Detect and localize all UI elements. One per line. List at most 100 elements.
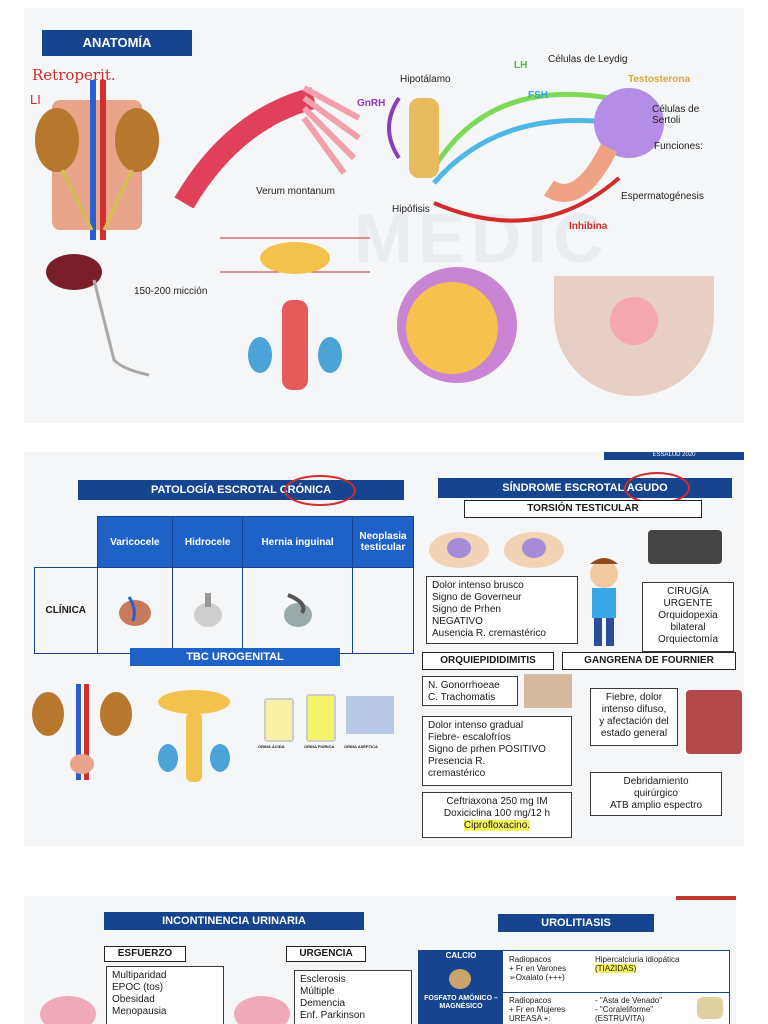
cell-line: - "Coraleliforme"	[595, 1005, 654, 1014]
funciones-label: Funciones:	[654, 141, 703, 152]
retroperitoneum-illustration	[35, 80, 159, 240]
neoplasia-cell	[352, 567, 414, 654]
uro-row-calcio: CALCIO Radiopacos + Fr en Varones ➢Oxala…	[418, 950, 730, 994]
fosfato-col1: Radiopacos + Fr en Mujeres UREASA +:	[509, 996, 565, 1023]
urine-label-piurica: ORINA PIÚRICA	[304, 744, 335, 749]
urgencia-item: Enf. Parkinson	[300, 1010, 366, 1021]
cell-line: UREASA +:	[509, 1014, 551, 1023]
fournier-sign: intenso difuso,	[601, 704, 667, 715]
boy-figure-illustration	[590, 558, 618, 646]
urine-cup-piurica	[306, 694, 336, 742]
torsion-sign: NEGATIVO	[432, 616, 483, 627]
orqui-sign: Fiebre- escalofríos	[428, 732, 511, 743]
testosterona-label: Testosterona	[628, 74, 691, 85]
cell-line: Radiopacos	[509, 996, 552, 1005]
orqui-sign: Signo de prhen POSITIVO	[428, 744, 546, 755]
fournier-photo	[686, 690, 742, 754]
urine-label-aseptica: ORINA ASÉPTICA	[344, 744, 378, 749]
torsion-sign: Dolor intenso brusco	[432, 580, 524, 591]
miccion-label: 150-200 micción	[134, 286, 208, 297]
esfuerzo-item: Multiparidad	[112, 970, 167, 981]
annotation-li: LI	[30, 92, 41, 107]
bladder-urgencia-illustration	[234, 996, 290, 1024]
urgencia-list: Esclerosis Múltiple Demencia Enf. Parkin…	[294, 970, 412, 1024]
row-clinica-label: CLÍNICA	[34, 567, 98, 654]
cell-line: ➢Oxalato (+++)	[509, 973, 565, 982]
urgencia-item: Demencia	[300, 998, 346, 1009]
torsion-header: TORSIÓN TESTICULAR	[464, 500, 702, 518]
cirugia-line: bilateral	[670, 622, 706, 633]
urgencia-item: Múltiple	[300, 986, 335, 997]
cirugia-line: Orquidopexia	[658, 610, 718, 621]
orqui-sign: cremastérico	[428, 768, 486, 779]
treatment-line: Ceftriaxona 250 mg IM	[446, 796, 548, 807]
fournier-header: GANGRENA DE FOURNIER	[562, 652, 736, 670]
germ-item: N. Gonorrhoeae	[428, 680, 500, 691]
esfuerzo-item: Obesidad	[112, 994, 155, 1005]
bladder-esfuerzo-illustration	[40, 996, 96, 1024]
hernia-icon	[283, 593, 312, 627]
anatomia-header: ANATOMÍA	[42, 30, 192, 56]
leydig-label: Células de Leydig	[548, 54, 628, 65]
calcio-col2: Hipercalciuria idiopática (TIAZIDAS)	[595, 955, 725, 973]
col-hidrocele: Hidrocele	[172, 516, 244, 568]
cirugia-line: URGENTE	[663, 598, 713, 609]
fsh-label: FSH	[528, 90, 548, 101]
hipofisis-label: Hipófisis	[392, 204, 430, 215]
tubule-section-illustration	[554, 276, 714, 396]
tbc-genital-illustration	[158, 690, 230, 782]
slide-anatomia: MEDIC ANATOMÍA Retroperit. LI Verum mont…	[24, 8, 744, 423]
incontinencia-header: INCONTINENCIA URINARIA	[104, 912, 364, 930]
lh-label: LH	[514, 60, 528, 71]
uro-name-fosfato: FOSFATO AMÓNICO – MAGNÉSICO	[419, 993, 503, 1024]
torsion-sign: Signo de Prhen	[432, 604, 501, 615]
cirugia-box: CIRUGÍA URGENTE Orquidopexia bilateral O…	[642, 582, 734, 652]
slide-incontinencia-urolitiasis: INCONTINENCIA URINARIA ESFUERZO URGENCIA…	[24, 896, 736, 1024]
kidney-ureter-illustration	[46, 254, 150, 377]
fournier-tx-line: ATB amplio espectro	[609, 800, 703, 811]
testis-section-illustration	[397, 267, 517, 383]
fosfato-col2: - "Asta de Venado" - "Coraleliforme" (ES…	[595, 996, 662, 1023]
gnrh-label: GnRH	[357, 98, 386, 109]
fournier-signs-box: Fiebre, dolor intenso difuso, y afectaci…	[590, 688, 678, 746]
patologia-cronica-table: Varicocele Hidrocele Hernia inguinal Neo…	[34, 516, 414, 654]
fournier-sign: Fiebre, dolor	[605, 692, 663, 703]
calcio-col1: Radiopacos + Fr en Varones ➢Oxalato (+++…	[509, 955, 566, 982]
cirugia-line: CIRUGÍA	[667, 586, 709, 597]
varicocele-cell	[96, 567, 174, 654]
espermatogenesis-label: Espermatogénesis	[621, 191, 704, 202]
germs-box: N. Gonorrhoeae C. Trachomatis	[422, 676, 518, 706]
treatment-highlight: Ciprofloxacino.	[463, 820, 531, 831]
col-varicocele: Varicocele	[96, 516, 174, 568]
germ-item: C. Trachomatis	[428, 692, 496, 703]
fournier-sign: y afectación del	[599, 716, 669, 727]
corner-tag: ESSALUD 2020	[604, 452, 744, 460]
prostate-illustration	[220, 237, 370, 390]
urolitiasis-header: UROLITIASIS	[498, 914, 654, 932]
col-hernia: Hernia inguinal	[242, 516, 353, 568]
urgencia-item: Esclerosis	[300, 974, 346, 985]
cell-line: Radiopacos	[509, 955, 552, 964]
orqui-signs-box: Dolor intenso gradual Fiebre- escalofrío…	[422, 716, 572, 786]
torsion-sign: Signo de Governeur	[432, 592, 522, 603]
epididymis-illustration	[174, 85, 361, 208]
hormonal-axis-diagram	[387, 88, 664, 223]
urine-image-aseptica	[346, 696, 394, 734]
orqui-sign: Dolor intenso gradual	[428, 720, 524, 731]
tbc-header: TBC UROGENITAL	[130, 648, 340, 666]
varicocele-icon	[118, 596, 151, 626]
torsion-sign: Ausencia R. cremastérico	[432, 628, 546, 639]
orquiepididimitis-header: ORQUIEPIDIDIMITIS	[422, 652, 554, 670]
corner-tag-3	[676, 896, 736, 900]
cirugia-line: Orquiectomía	[657, 634, 719, 645]
staghorn-stone-icon	[697, 997, 723, 1019]
uro-row-fosfato: FOSFATO AMÓNICO – MAGNÉSICO Radiopacos +…	[418, 992, 730, 1024]
esfuerzo-header: ESFUERZO	[104, 946, 186, 962]
cell-line: (ESTRUVITA)	[595, 1014, 645, 1023]
urine-label-acida: ORINA ÁCIDA	[258, 744, 285, 749]
treatment-box: Ceftriaxona 250 mg IM Doxiciclina 100 mg…	[422, 792, 572, 838]
esfuerzo-item: EPOC (tos)	[112, 982, 164, 993]
stone-icon	[449, 969, 471, 989]
hipotalamo-label: Hipotálamo	[400, 74, 451, 85]
treatment-line: Doxiciclina 100 mg/12 h	[443, 808, 551, 819]
